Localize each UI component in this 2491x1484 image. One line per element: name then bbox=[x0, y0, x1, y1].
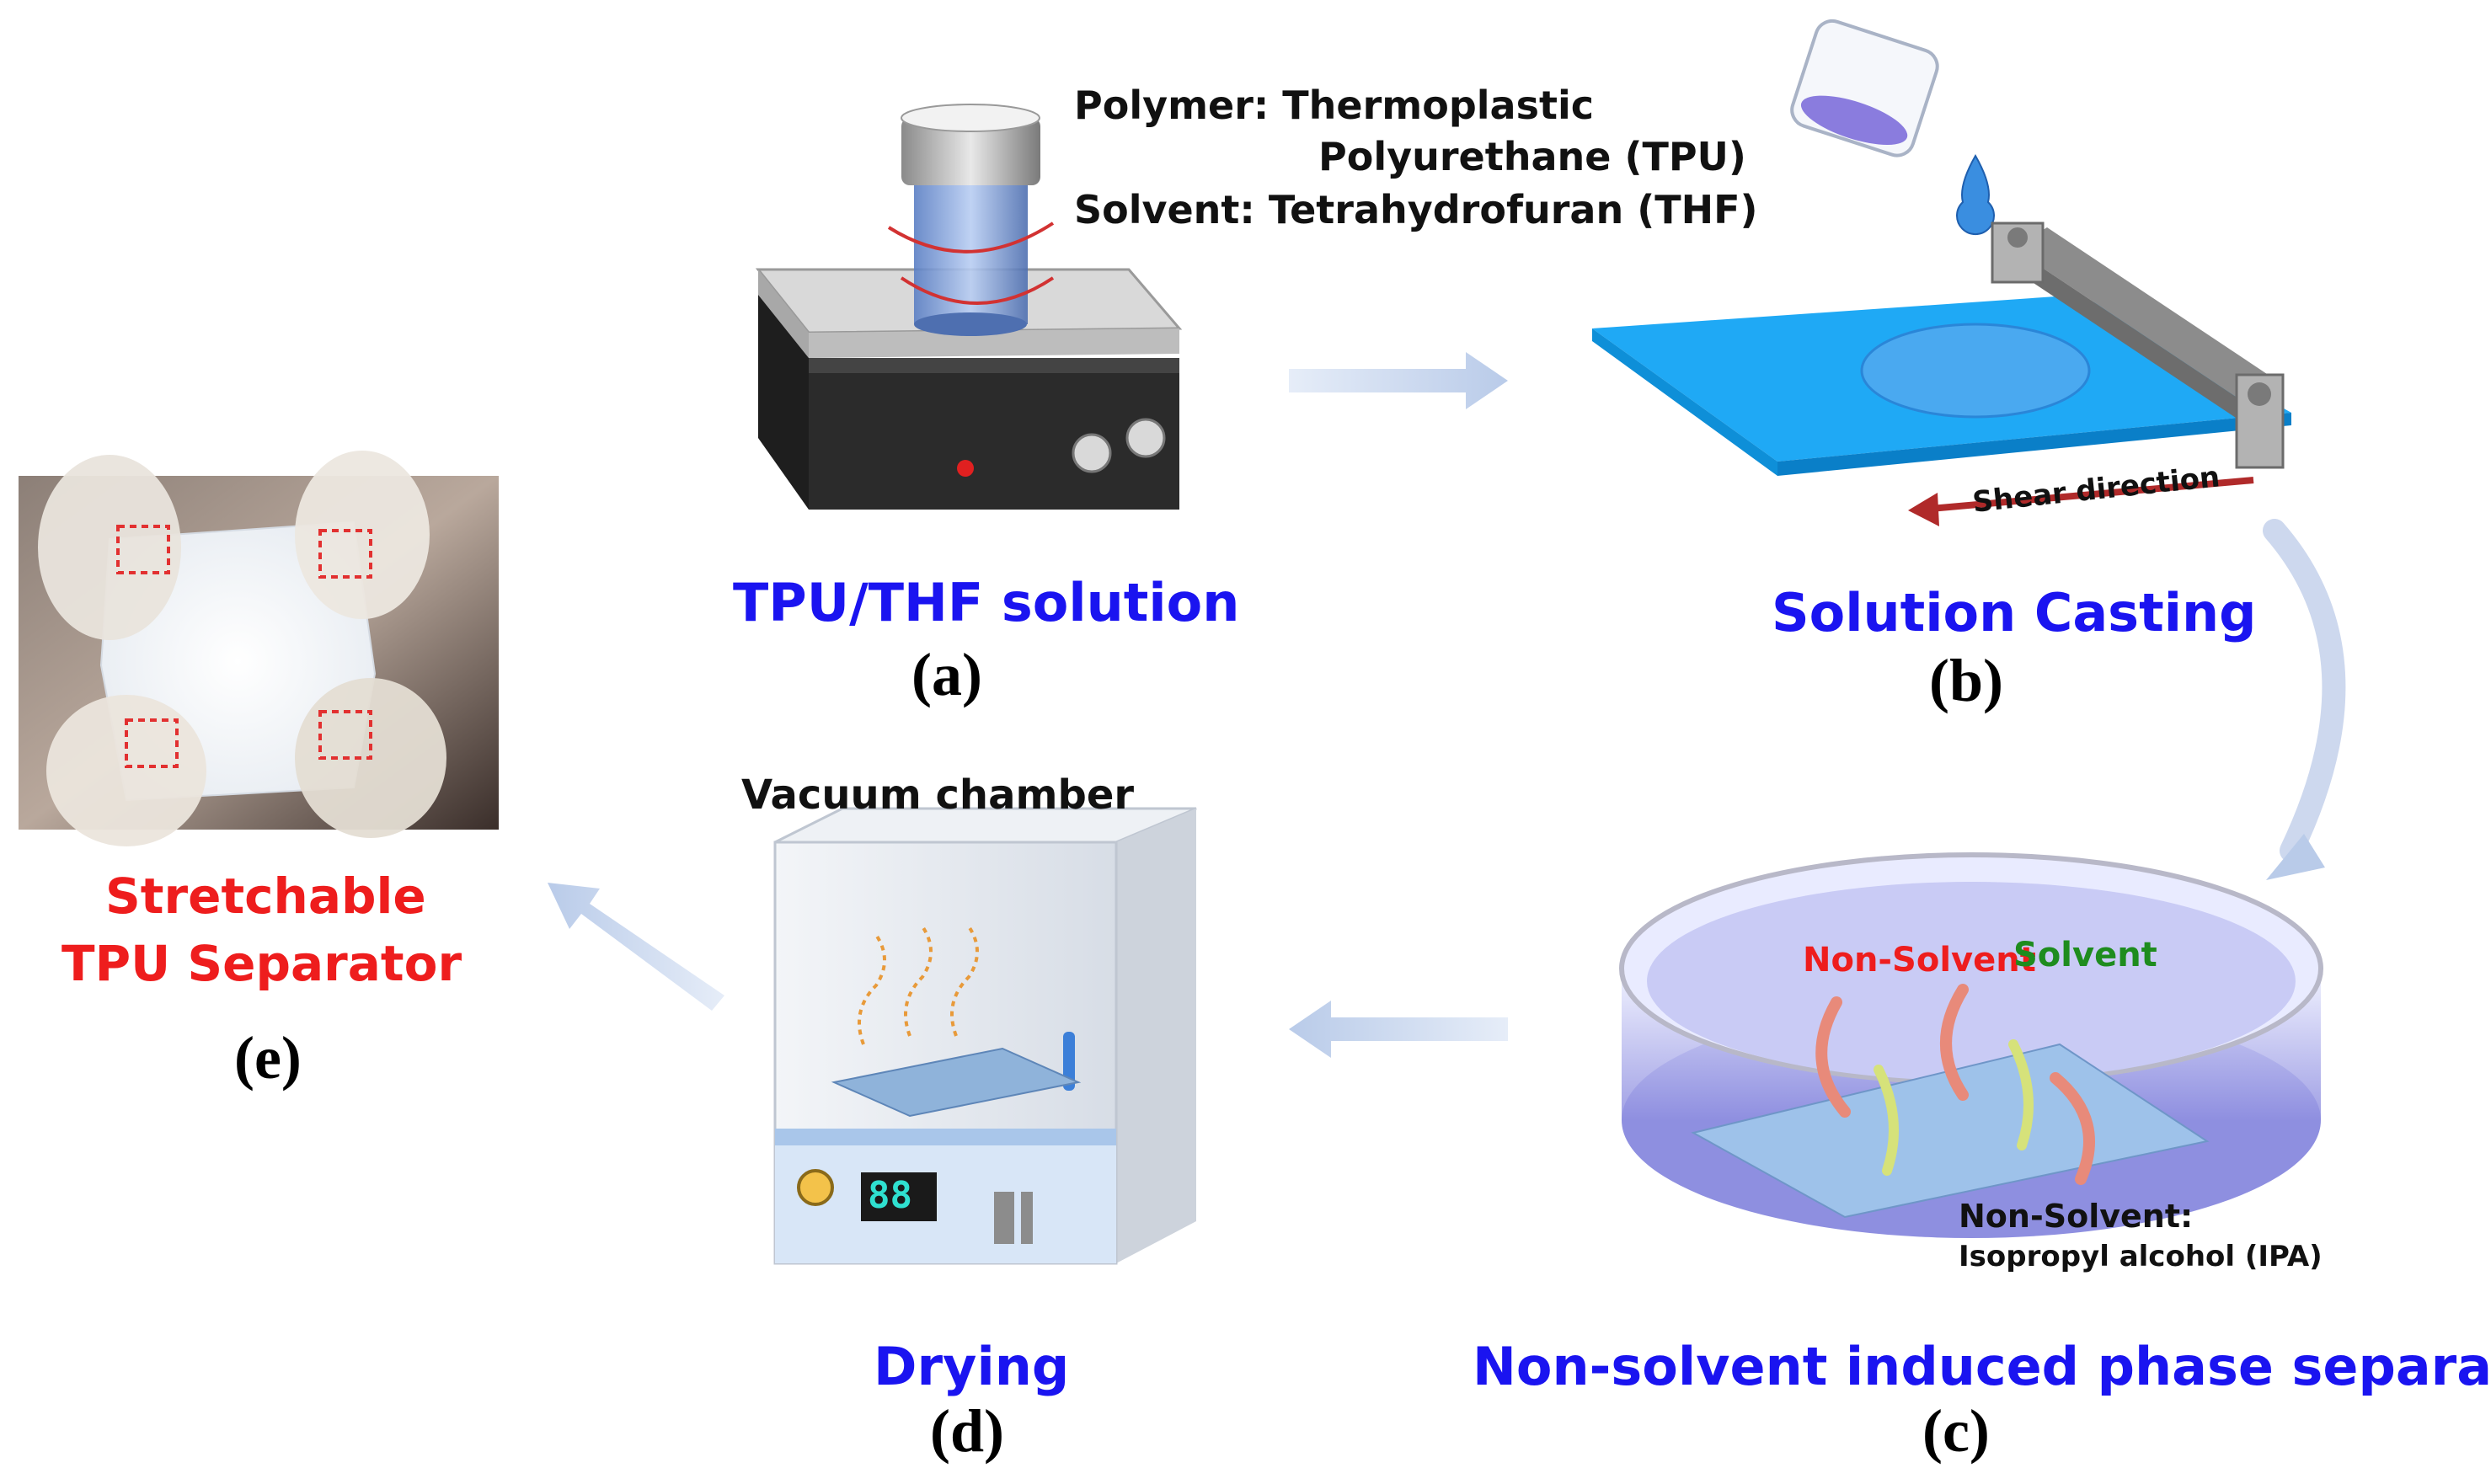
non-solvent-flow-label: Non-Solvent bbox=[1803, 941, 2036, 980]
solvent-flow-label: Solvent bbox=[2013, 936, 2157, 974]
casting-pour-illustration bbox=[1790, 19, 1995, 236]
step-d-caption: Drying bbox=[874, 1336, 1070, 1397]
gauge-icon bbox=[797, 1169, 834, 1206]
digital-display bbox=[861, 1172, 937, 1221]
step-e-letter: (e) bbox=[234, 1024, 302, 1092]
arrow-c-to-d bbox=[1289, 1001, 1508, 1058]
ipa-note-line-1: Non-Solvent: bbox=[1959, 1198, 2194, 1235]
step-b-letter: (b) bbox=[1929, 647, 2003, 714]
polymer-note-line-1: Polymer: Thermoplastic bbox=[1074, 83, 1594, 128]
oven-display-value: 88 bbox=[868, 1174, 912, 1217]
porous-membrane bbox=[1691, 1043, 2210, 1219]
drying-membrane bbox=[831, 1047, 1082, 1118]
step-e-caption-line-1: Stretchable bbox=[105, 867, 426, 925]
arrow-d-to-e bbox=[548, 883, 724, 1011]
step-b-caption: Solution Casting bbox=[1772, 582, 2257, 643]
polymer-note-line-2: Polyurethane (TPU) bbox=[1318, 134, 1746, 179]
cast-film bbox=[1860, 323, 2091, 419]
step-a-letter: (a) bbox=[911, 641, 982, 708]
hot-plate-illustration bbox=[755, 268, 1183, 510]
solvent-note: Solvent: Tetrahydrofuran (THF) bbox=[1074, 187, 1758, 232]
petri-dish-illustration bbox=[1619, 852, 2323, 1238]
step-c-letter: (c) bbox=[1922, 1397, 1990, 1465]
vacuum-oven-illustration bbox=[773, 807, 1197, 1265]
step-a-caption: TPU/THF solution bbox=[733, 572, 1240, 633]
casting-plate-illustration bbox=[1592, 222, 2291, 526]
solution-jar-illustration bbox=[887, 104, 1055, 336]
doctor-blade bbox=[1991, 222, 2285, 469]
vacuum-chamber-label: Vacuum chamber bbox=[741, 771, 1135, 819]
ipa-note-line-2: Isopropyl alcohol (IPA) bbox=[1959, 1240, 2323, 1273]
arrow-b-to-c bbox=[2263, 519, 2346, 862]
step-e-caption-line-2: TPU Separator bbox=[61, 935, 462, 992]
arrow-a-to-b bbox=[1289, 352, 1508, 409]
step-c-caption: Non-solvent induced phase separation bbox=[1473, 1336, 2491, 1397]
step-d-letter: (d) bbox=[930, 1397, 1004, 1465]
separator-photo bbox=[19, 451, 499, 846]
